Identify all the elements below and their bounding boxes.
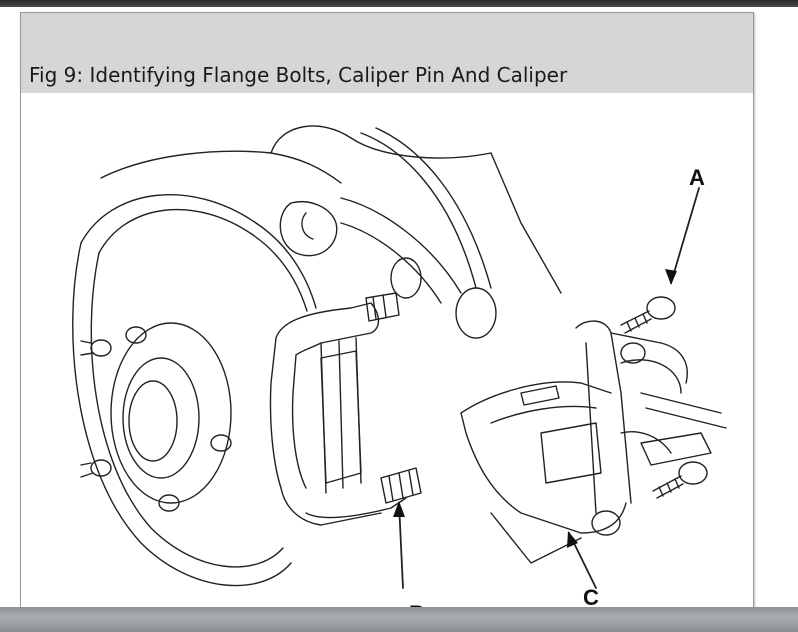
wheel-stud bbox=[90, 459, 112, 477]
page-margin bbox=[0, 7, 20, 607]
window-bottom-bar bbox=[0, 607, 798, 632]
wheel-stud bbox=[125, 326, 147, 344]
wheel-stud bbox=[210, 434, 232, 452]
wheel-stud bbox=[158, 494, 180, 512]
wheel-stud bbox=[90, 339, 112, 357]
flange-bolt-a bbox=[620, 296, 676, 334]
caliper-pin-b bbox=[380, 467, 422, 504]
brake-diagram: A B C bbox=[72, 125, 727, 613]
window-top-bar bbox=[0, 0, 798, 7]
flange-bolt-lower bbox=[652, 461, 708, 499]
figure-caption: Fig 9: Identifying Flange Bolts, Caliper… bbox=[29, 63, 568, 87]
suspension-outline bbox=[100, 125, 562, 339]
arrow-b bbox=[398, 502, 404, 589]
caliper-bracket bbox=[269, 302, 407, 526]
caliper-pin-top bbox=[365, 292, 400, 322]
arrow-a bbox=[670, 187, 700, 284]
figure-caption-band: Fig 9: Identifying Flange Bolts, Caliper… bbox=[21, 13, 753, 93]
callout-label-a: A bbox=[689, 165, 705, 190]
brake-pad bbox=[320, 350, 362, 484]
callout-label-c: C bbox=[583, 585, 599, 610]
caliper-body bbox=[460, 320, 727, 564]
figure-panel: Fig 9: Identifying Flange Bolts, Caliper… bbox=[20, 12, 754, 613]
brake-rotor bbox=[72, 194, 317, 587]
